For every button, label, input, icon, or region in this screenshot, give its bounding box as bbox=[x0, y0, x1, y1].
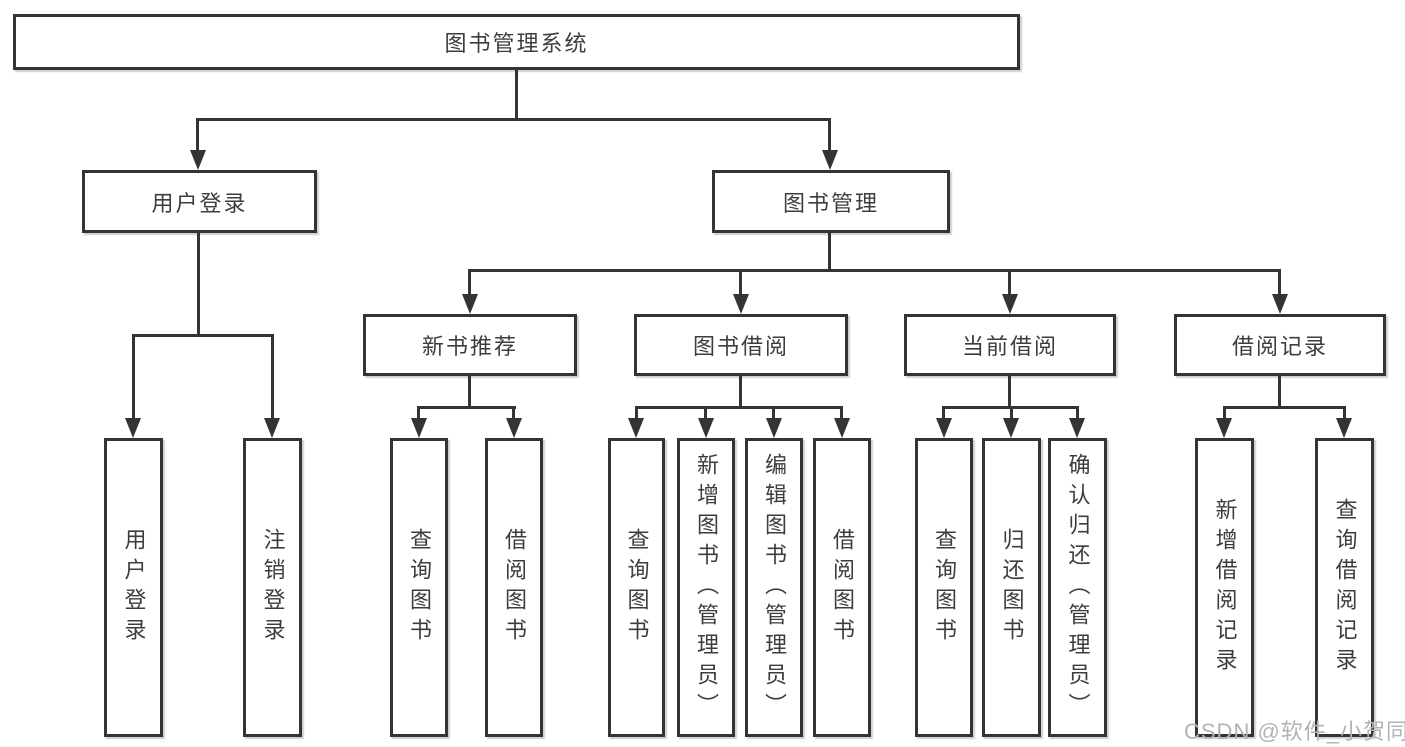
connector-line bbox=[1010, 406, 1013, 422]
connector-line bbox=[1008, 269, 1011, 297]
leaf-borrow-books-recommendation: 借阅图书 bbox=[485, 438, 543, 737]
leaf-label: 用户登录 bbox=[121, 527, 147, 648]
node-label: 用户登录 bbox=[151, 190, 248, 216]
connector-line bbox=[196, 118, 199, 154]
leaf-label: 新增借阅记录 bbox=[1212, 497, 1238, 678]
connector-line bbox=[512, 406, 515, 422]
connector-line bbox=[840, 406, 843, 422]
node-label: 借阅记录 bbox=[1231, 334, 1328, 359]
leaf-label: 借阅图书 bbox=[830, 527, 855, 648]
leaf-search-books-current: 查询图书 bbox=[915, 438, 973, 737]
leaf-search-books-borrowing: 查询图书 bbox=[608, 438, 665, 737]
arrow-down-icon bbox=[190, 150, 206, 170]
leaf-edit-book-admin: 编辑图书（管理员） bbox=[745, 438, 803, 737]
connector-line bbox=[132, 334, 274, 337]
connector-line bbox=[942, 406, 945, 422]
arrow-down-icon bbox=[264, 418, 280, 438]
arrow-down-icon bbox=[822, 150, 838, 170]
connector-line bbox=[468, 269, 1281, 272]
leaf-label: 新增图书（管理员） bbox=[694, 452, 719, 723]
connector-line bbox=[704, 406, 707, 422]
leaf-logout: 注销登录 bbox=[243, 438, 302, 737]
leaf-label: 借阅图书 bbox=[502, 527, 527, 648]
arrow-down-icon bbox=[1336, 418, 1352, 438]
arrow-down-icon bbox=[936, 418, 952, 438]
leaf-label: 查询借阅记录 bbox=[1332, 497, 1358, 678]
connector-line bbox=[1223, 406, 1346, 409]
connector-line bbox=[417, 406, 516, 409]
connector-line bbox=[828, 118, 831, 154]
leaf-return-book: 归还图书 bbox=[982, 438, 1041, 737]
connector-line bbox=[739, 269, 742, 297]
arrow-down-icon bbox=[462, 294, 478, 314]
node-new-book-recommendation: 新书推荐 bbox=[363, 314, 577, 376]
leaf-add-book-admin: 新增图书（管理员） bbox=[677, 438, 735, 737]
arrow-down-icon bbox=[411, 418, 427, 438]
connector-line bbox=[468, 269, 471, 297]
node-book-borrowing: 图书借阅 bbox=[634, 314, 848, 376]
node-user-login: 用户登录 bbox=[82, 170, 317, 233]
leaf-label: 查询图书 bbox=[407, 527, 432, 648]
connector-line bbox=[1008, 376, 1011, 408]
leaf-label: 编辑图书（管理员） bbox=[762, 452, 787, 723]
arrow-down-icon bbox=[125, 418, 141, 438]
connector-line bbox=[468, 376, 471, 408]
leaf-confirm-return-admin: 确认归还（管理员） bbox=[1048, 438, 1107, 737]
arrow-down-icon bbox=[1003, 418, 1019, 438]
connector-line bbox=[828, 233, 831, 271]
node-book-management-system: 图书管理系统 bbox=[13, 14, 1020, 70]
connector-line bbox=[132, 334, 135, 422]
arrow-down-icon bbox=[733, 294, 749, 314]
connector-line bbox=[635, 406, 638, 422]
leaf-label: 注销登录 bbox=[260, 527, 286, 648]
leaf-add-borrow-record: 新增借阅记录 bbox=[1195, 438, 1254, 737]
leaf-user-login: 用户登录 bbox=[104, 438, 163, 737]
arrow-down-icon bbox=[506, 418, 522, 438]
leaf-label: 查询图书 bbox=[624, 527, 650, 648]
node-current-borrowing: 当前借阅 bbox=[904, 314, 1116, 376]
leaf-label: 归还图书 bbox=[999, 527, 1025, 648]
leaf-label: 查询图书 bbox=[932, 527, 957, 648]
connector-line bbox=[1223, 406, 1226, 422]
connector-line bbox=[197, 233, 200, 336]
connector-line bbox=[1343, 406, 1346, 422]
node-label: 图书借阅 bbox=[692, 334, 789, 359]
leaf-borrow-books-borrowing: 借阅图书 bbox=[813, 438, 871, 737]
connector-line bbox=[739, 376, 742, 408]
connector-line bbox=[515, 70, 518, 120]
leaf-search-borrow-record: 查询借阅记录 bbox=[1315, 438, 1374, 737]
node-label: 图书管理系统 bbox=[444, 31, 589, 56]
arrow-down-icon bbox=[766, 418, 782, 438]
arrow-down-icon bbox=[698, 418, 714, 438]
arrow-down-icon bbox=[1216, 418, 1232, 438]
leaf-label: 确认归还（管理员） bbox=[1065, 452, 1091, 723]
connector-line bbox=[271, 334, 274, 422]
connector-line bbox=[1278, 376, 1281, 408]
watermark: CSDN @软件_小贺同学 bbox=[1184, 719, 1405, 744]
node-book-management: 图书管理 bbox=[712, 170, 950, 233]
arrow-down-icon bbox=[1002, 294, 1018, 314]
connector-line bbox=[772, 406, 775, 422]
node-label: 新书推荐 bbox=[421, 334, 518, 359]
node-label: 图书管理 bbox=[782, 190, 879, 216]
leaf-search-books-recommendation: 查询图书 bbox=[390, 438, 448, 737]
connector-line bbox=[417, 406, 420, 422]
node-label: 当前借阅 bbox=[961, 334, 1058, 359]
connector-line bbox=[1278, 269, 1281, 297]
arrow-down-icon bbox=[1272, 294, 1288, 314]
connector-line bbox=[1076, 406, 1079, 422]
connector-line bbox=[197, 118, 831, 121]
connector-line bbox=[635, 406, 843, 409]
arrow-down-icon bbox=[628, 418, 644, 438]
arrow-down-icon bbox=[1069, 418, 1085, 438]
arrow-down-icon bbox=[834, 418, 850, 438]
node-borrowing-records: 借阅记录 bbox=[1174, 314, 1386, 376]
